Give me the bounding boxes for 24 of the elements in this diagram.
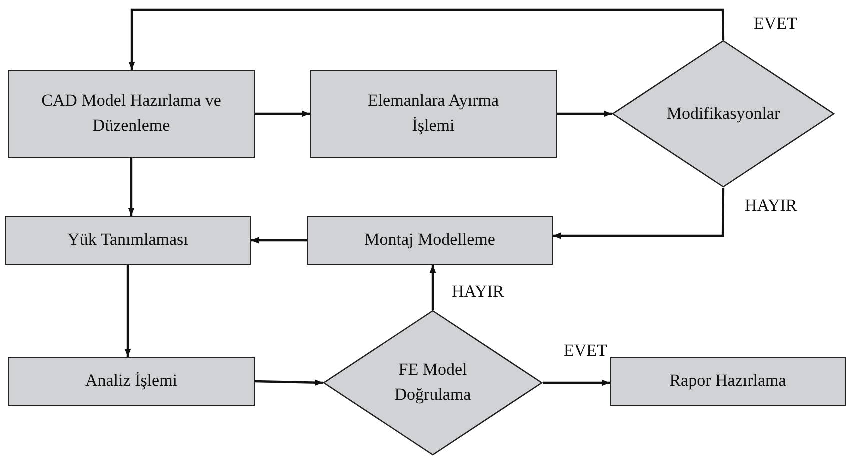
node-label: Analiz İşlemi (85, 370, 178, 392)
arrow (255, 110, 310, 118)
process-box (5, 216, 251, 265)
node-label: Yük Tanımlaması (68, 229, 188, 252)
process-box (310, 70, 557, 158)
node-label: Montaj Modelleme (364, 229, 496, 252)
node-label: Modifikasyonlar (666, 102, 780, 125)
arrow (557, 110, 612, 118)
process-box (610, 357, 846, 406)
arrow (124, 265, 132, 357)
arrow (251, 237, 307, 244)
arrow (553, 188, 725, 240)
node-label: FE Model Doğrulama (394, 359, 472, 406)
process-box (307, 216, 553, 265)
arrow (128, 8, 725, 70)
process-box (8, 357, 255, 406)
node-label: Elemanlara Ayırma İşlemi (366, 90, 500, 137)
arrow (128, 158, 135, 216)
process-box (8, 70, 255, 158)
node-label: CAD Model Hazırlama ve Düzenleme (40, 90, 222, 137)
arrow (543, 380, 610, 386)
arrow (430, 265, 436, 310)
node-label: Rapor Hazırlama (670, 370, 786, 392)
arrow (254, 380, 324, 386)
